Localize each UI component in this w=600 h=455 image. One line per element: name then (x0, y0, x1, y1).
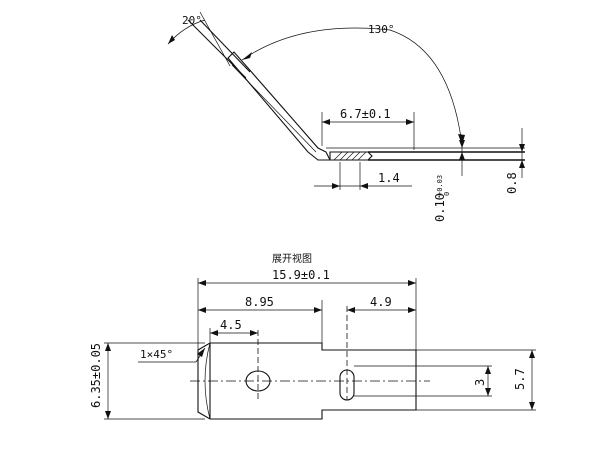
dim-57-label: 5.7 (513, 368, 527, 390)
tip-line-1 (187, 19, 247, 79)
hatched-bend-region (329, 151, 373, 161)
tip-angle-line (199, 11, 231, 67)
dim-45-label: 4.5 (220, 318, 242, 332)
dim-635-label: 6.35±0.05 (89, 343, 103, 408)
bent-arm-outline (227, 51, 331, 161)
chamfer-label: 1×45° (140, 348, 173, 361)
angle-130-label: 130° (368, 23, 395, 36)
hatch-lines (333, 151, 367, 161)
flat-view: 展开视图 15.9±0.1 8.95 4.9 (89, 252, 536, 420)
blade-bevel-curve (204, 342, 211, 420)
side-view: 130° 20° 6.7±0.1 1.4 0.10 +0.03 0 0.8 (167, 11, 525, 222)
bend-angle-arc (241, 27, 463, 146)
dim-3-label: 3 (473, 379, 487, 386)
flat-view-title: 展开视图 (272, 252, 312, 265)
dim-14-label: 1.4 (378, 171, 400, 185)
tol-main-label: 0.10 (433, 193, 447, 222)
dim-total-label: 15.9±0.1 (272, 268, 330, 282)
tol-lower-label: 0 (443, 192, 451, 196)
dim-49-label: 4.9 (370, 295, 392, 309)
tip-line-2 (199, 19, 251, 73)
dim-67-label: 6.7±0.1 (340, 107, 391, 121)
dim-895-label: 8.95 (245, 295, 274, 309)
angle-20-label: 20° (182, 14, 202, 27)
bent-arm-inner-edge (231, 64, 317, 153)
tol-upper-label: +0.03 (436, 175, 444, 196)
dim-08-label: 0.8 (505, 172, 519, 194)
flat-part-outline (197, 342, 417, 420)
